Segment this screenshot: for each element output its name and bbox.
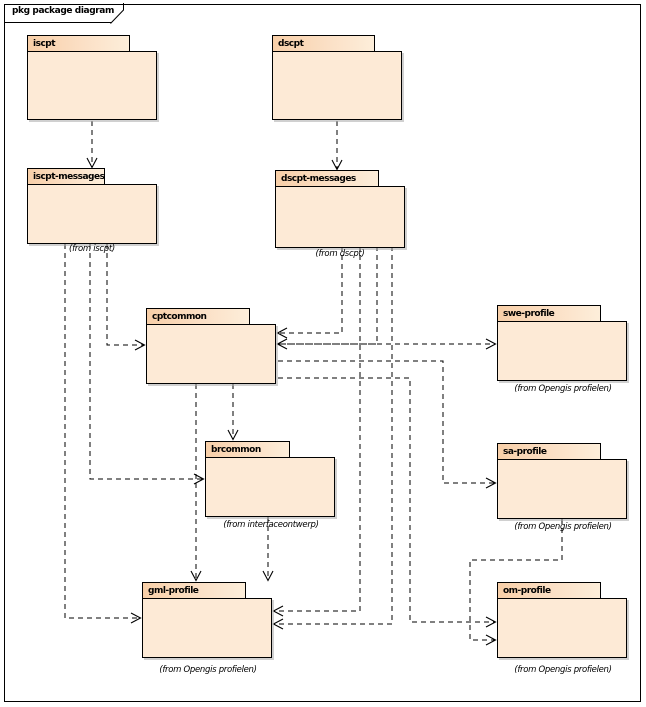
package-label: om-profile [503, 586, 551, 596]
package-tab: om-profile [497, 582, 601, 599]
package-tab: dscpt [272, 35, 375, 52]
package-body [272, 51, 402, 120]
package-tab: brcommon [205, 441, 290, 458]
package-label: sa-profile [503, 447, 547, 457]
package-from-label: (from Opengis profielen) [514, 665, 612, 675]
package-body [497, 459, 627, 519]
package-tab: gml-profile [142, 582, 246, 599]
package-label: cptcommon [152, 312, 207, 322]
package-tab: swe-profile [497, 305, 601, 322]
package-label: iscpt [33, 39, 56, 49]
package-tab: cptcommon [146, 308, 250, 325]
package-label: dscpt-messages [281, 174, 356, 184]
package-body [275, 186, 405, 248]
package-body [146, 324, 276, 384]
package-tab: iscpt-messages [27, 168, 105, 185]
diagram-frame-tab [4, 4, 111, 23]
package-label: dscpt [278, 39, 304, 49]
package-body [27, 184, 157, 244]
diagram-frame-tab-slant [110, 3, 124, 24]
package-body [142, 598, 272, 658]
package-from-label: (from Opengis profielen) [514, 522, 612, 532]
package-body [205, 457, 335, 517]
diagram-title: pkg package diagram [12, 6, 114, 16]
diagram-frame [4, 4, 641, 702]
package-tab: sa-profile [497, 443, 601, 460]
package-from-label: (from dscpt) [315, 249, 365, 259]
package-label: brcommon [211, 445, 261, 455]
package-tab: iscpt [27, 35, 130, 52]
package-tab: dscpt-messages [275, 170, 379, 187]
package-label: swe-profile [503, 309, 555, 319]
package-body [497, 598, 627, 658]
package-label: gml-profile [148, 586, 199, 596]
package-from-label: (from interfaceontwerp) [223, 520, 319, 530]
package-body [27, 51, 157, 120]
package-body [497, 321, 627, 381]
package-from-label: (from Opengis profielen) [159, 665, 257, 675]
package-label: iscpt-messages [33, 172, 105, 182]
package-from-label: (from iscpt) [69, 244, 115, 254]
package-from-label: (from Opengis profielen) [514, 384, 612, 394]
